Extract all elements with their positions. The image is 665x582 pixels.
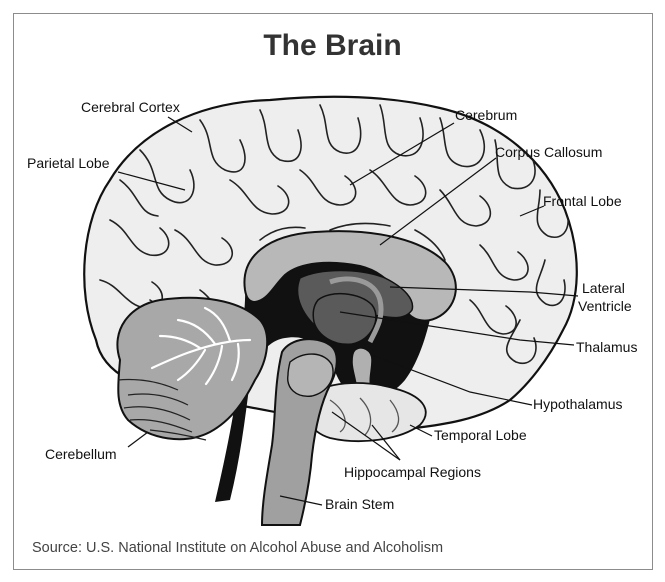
source-caption: Source: U.S. National Institute on Alcoh… (32, 540, 443, 556)
label-temporal-lobe: Temporal Lobe (434, 427, 527, 443)
label-parietal-lobe: Parietal Lobe (27, 155, 110, 171)
label-cerebellum: Cerebellum (45, 446, 117, 462)
label-frontal-lobe: Frontal Lobe (543, 193, 622, 209)
label-corpus-callosum: Corpus Callosum (495, 144, 602, 160)
label-thalamus: Thalamus (576, 339, 637, 355)
label-lateral: Lateral (582, 280, 625, 296)
label-hippocampal-regions: Hippocampal Regions (344, 464, 481, 480)
label-cerebral-cortex: Cerebral Cortex (81, 99, 180, 115)
label-cerebrum: Cerebrum (455, 107, 517, 123)
label-hypothalamus: Hypothalamus (533, 396, 623, 412)
label-brain-stem: Brain Stem (325, 496, 394, 512)
label-ventricle: Ventricle (578, 298, 632, 314)
